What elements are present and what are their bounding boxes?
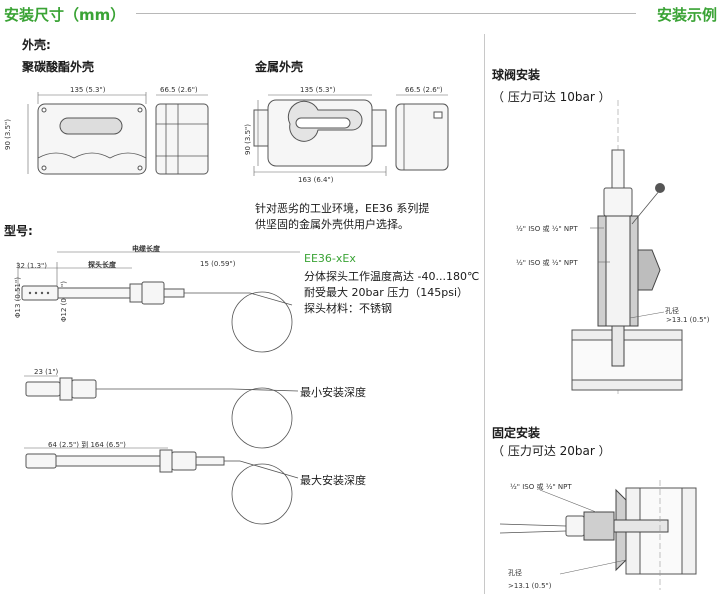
model-label: 型号: [4,224,33,238]
metal-depth-dim: 66.5 (2.6") [405,86,443,94]
hole-label: 孔径 [665,307,679,315]
metal-housing-front-drawing [253,94,387,176]
fixed-hole-dim: >13.1 (0.5") [508,582,552,590]
probe-drawing-standard [17,251,300,353]
model-name: EE36-xEx [304,252,356,265]
metal-note-line2: 供坚固的金属外壳供用户选择。 [255,218,409,231]
probe-length-label: 探头长度 [88,261,116,269]
fixed-install-title: 固定安装 [492,426,541,440]
polycarbonate-housing-title: 聚碳酸酯外壳 [22,60,95,74]
header-divider [136,13,636,14]
hole-dim: >13.1 (0.5") [666,316,710,324]
column-divider [484,34,485,594]
model-spec-1: 分体探头工作温度高达 -40...180℃ [304,270,480,283]
min-depth-label: 最小安装深度 [300,386,366,399]
fixed-install-drawing [499,480,697,590]
model-spec-2: 耐受最大 20bar 压力（145psi） [304,286,469,299]
poly-depth-dim: 66.5 (2.6") [160,86,198,94]
ball-valve-title: 球阀安装 [492,68,541,82]
metal-housing-title: 金属外壳 [255,60,304,74]
min-depth-dim: 23 (1") [34,368,59,376]
poly-housing-side-drawing [155,94,209,175]
dim-32: 32 (1.3") [16,262,47,270]
ball-valve-install-drawing [571,100,683,395]
max-depth-dim: 64 (2.5") 到 164 (6.5") [48,441,126,449]
section-title-examples: 安装示例 [656,6,717,24]
metal-width-dim: 135 (5.3") [300,86,336,94]
metal-housing-side-drawing [395,94,449,171]
model-spec-3: 探头材料：不锈钢 [304,302,392,315]
probe-drawing-min-depth [24,375,299,449]
poly-housing-front-drawing [27,92,147,175]
probe-drawing-max-depth [24,447,299,525]
metal-overall-dim: 163 (6.4") [298,176,334,184]
thread-label-1: ½" ISO 或 ½" NPT [516,225,578,233]
section-title-dimensions: 安装尺寸（mm） [4,6,126,24]
max-depth-label: 最大安装深度 [300,474,366,487]
thread-label-2: ½" ISO 或 ½" NPT [516,259,578,267]
fixed-hole-label: 孔径 [508,569,522,577]
fixed-thread-label: ½" ISO 或 ½" NPT [510,483,572,491]
fixed-install-pressure: （ 压力可达 20bar ） [492,444,611,458]
housing-label: 外壳: [22,38,51,52]
metal-note-line1: 针对恶劣的工业环境，EE36 系列提 [255,202,430,215]
ball-valve-pressure: （ 压力可达 10bar ） [492,90,611,104]
dim-15: 15 (0.59") [200,260,236,268]
poly-width-dim: 135 (5.3") [70,86,106,94]
cable-length-label: 电缆长度 [132,245,160,253]
